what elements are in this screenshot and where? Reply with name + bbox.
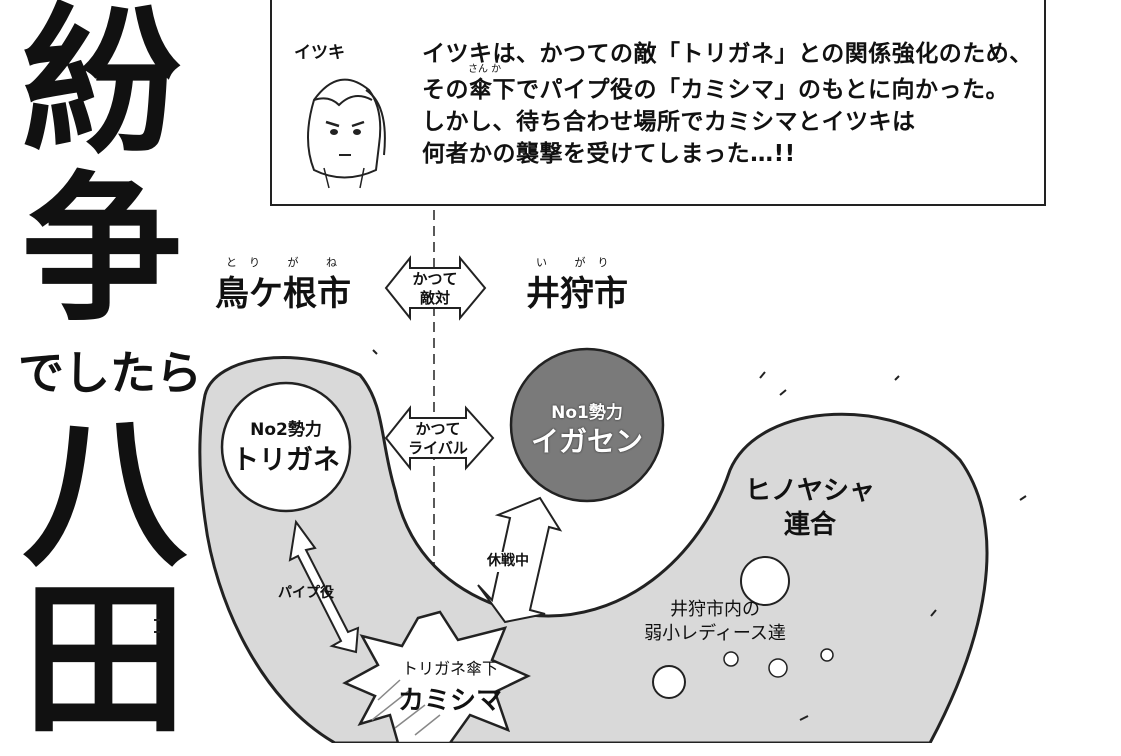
- title-char-ta: 田: [22, 564, 187, 756]
- igasen-rank: No1勢力: [551, 403, 623, 423]
- ruby-torigane-city: とり が ね: [226, 256, 349, 269]
- hinoyasha-label: ヒノヤシャ 連合: [744, 476, 875, 540]
- ruby-igari-city: い がり: [536, 256, 621, 269]
- weak-ladies-label: 井狩市内の 弱小レディース達: [644, 599, 786, 645]
- title-char-hachi: 八: [22, 398, 187, 590]
- character-name-label: イツキ: [294, 43, 345, 63]
- truce-label: 休戦中: [485, 552, 531, 572]
- title-char-funso-2: 争: [22, 156, 183, 343]
- title-subtitle: でしたら: [18, 346, 202, 400]
- former-rival-label: かつて ライバル: [408, 420, 468, 457]
- ladies-hole-4: [768, 658, 788, 678]
- ladies-hole-3: [723, 651, 739, 667]
- pipe-role-label: パイプ役: [278, 585, 334, 601]
- title-char-funso-1: 紛: [22, 0, 183, 175]
- story-summary-box: イツキ イツキは、かつての敵「トリガネ」との関係強化のため、 さん か その傘下…: [270, 0, 1046, 206]
- summary-line-4: 何者かの襲撃を受けてしまった…!!: [422, 141, 796, 167]
- torigane-name: トリガネ: [232, 445, 340, 476]
- summary-line-3: しかし、待ち合わせ場所でカミシマとイツキは: [422, 109, 916, 135]
- ladies-hole-5: [820, 648, 834, 662]
- ladies-hole-2: [652, 665, 686, 699]
- kamishima-name: カミシマ: [397, 686, 502, 716]
- city-igari: 井狩市: [526, 274, 628, 314]
- itsuki-portrait: [307, 78, 386, 189]
- ruby-sanka: さん か: [468, 64, 502, 75]
- former-enemy-label: かつて 敵対: [412, 270, 458, 307]
- igasen-name: イガセン: [530, 425, 643, 458]
- kamishima-sub: トリガネ傘下: [401, 659, 498, 678]
- summary-line-2: その傘下でパイプ役の「カミシマ」のもとに向かった。: [422, 77, 1010, 103]
- torigane-rank: No2勢力: [250, 420, 322, 440]
- summary-line-1: イツキは、かつての敵「トリガネ」との関係強化のため、: [422, 41, 1033, 67]
- city-torigane: 鳥ケ根市: [215, 274, 351, 314]
